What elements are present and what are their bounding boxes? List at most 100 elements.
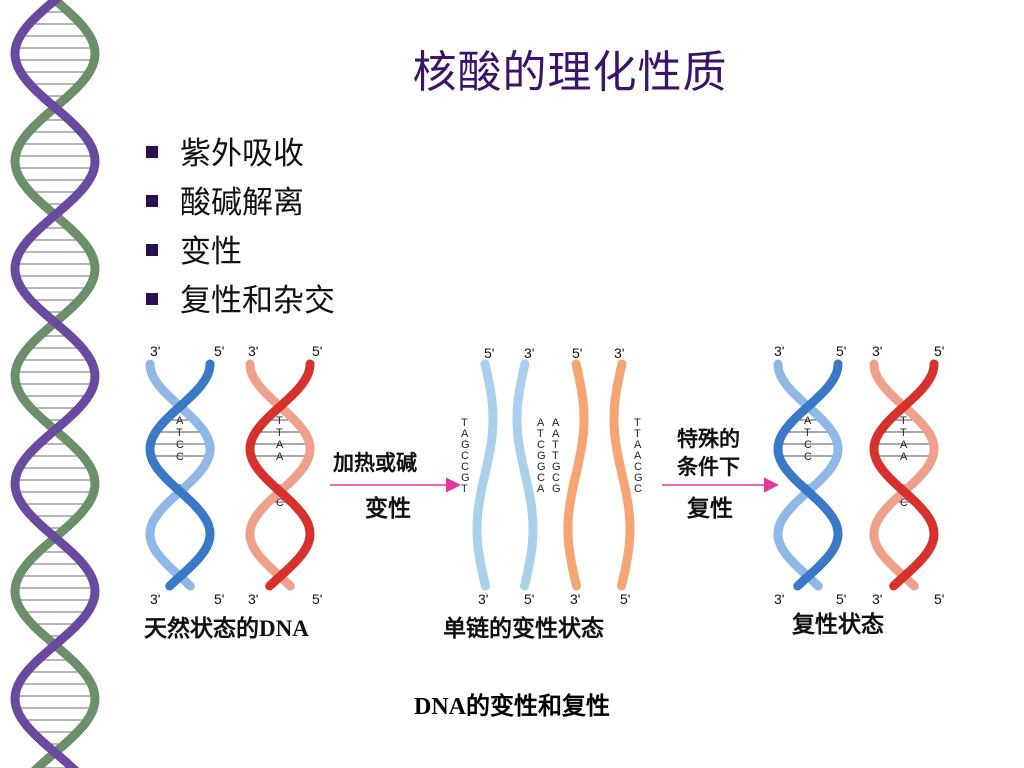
- single-strands: TAGCCGTATCGGCAAATTGCGTTAACGC5'3'5'3'3'5'…: [461, 345, 643, 607]
- base-letter: C: [276, 497, 284, 509]
- base-letter: C: [900, 497, 908, 509]
- end-label: 5': [312, 591, 322, 607]
- base-letter: T: [900, 415, 907, 427]
- base-letter: T: [276, 415, 283, 427]
- end-label: 3': [774, 591, 784, 607]
- end-label: 3': [478, 591, 488, 607]
- base-letter: A: [552, 428, 560, 440]
- end-label: 3': [774, 343, 784, 359]
- base-letter: T: [804, 427, 811, 439]
- helix-strand-front: [145, 359, 215, 591]
- helix-strand-front: [245, 359, 315, 591]
- bullet-item: 紫外吸收: [146, 126, 335, 175]
- end-label: 5': [214, 343, 224, 359]
- end-label: 5': [934, 343, 944, 359]
- end-label: 5': [484, 345, 494, 361]
- base-letter: T: [176, 427, 183, 439]
- base-letter: A: [537, 417, 545, 429]
- bullet-item: 变性: [146, 224, 335, 273]
- dna-helix-decoration: [10, 0, 100, 768]
- base-letter: T: [461, 483, 468, 495]
- base-letter: C: [176, 439, 184, 451]
- base-letter: C: [537, 439, 545, 451]
- base-letter: A: [276, 451, 284, 463]
- single-strand: [472, 359, 498, 591]
- square-bullet-icon: [146, 145, 158, 158]
- end-label: 5': [836, 343, 846, 359]
- single-strand: [512, 359, 538, 591]
- base-letter: C: [461, 450, 469, 462]
- end-label: 3': [614, 345, 624, 361]
- base-letter: G: [552, 483, 561, 495]
- renatured-caption: 复性状态: [791, 611, 884, 637]
- end-label: 3': [248, 343, 258, 359]
- base-letter: A: [276, 439, 284, 451]
- square-bullet-icon: [146, 292, 158, 305]
- helix-strand-back: [773, 359, 843, 591]
- base-letter: A: [461, 428, 469, 440]
- base-letter: C: [552, 472, 560, 484]
- denatured-caption: 单链的变性状态: [443, 615, 604, 641]
- end-label: 5': [572, 345, 582, 361]
- base-letter: T: [900, 427, 907, 439]
- base-letter: T: [552, 439, 559, 451]
- figure-caption: DNA的变性和复性: [414, 694, 610, 720]
- end-label: 3': [570, 591, 580, 607]
- arrow2-top-label-1: 特殊的: [677, 426, 740, 451]
- base-letter: T: [634, 428, 641, 440]
- base-letter: A: [634, 450, 642, 462]
- base-letter: A: [804, 415, 812, 427]
- end-label: 5': [524, 591, 534, 607]
- base-letter: A: [900, 451, 908, 463]
- helix-strand-back: [245, 359, 315, 591]
- base-letter: C: [461, 461, 469, 473]
- base-letter: T: [552, 450, 559, 462]
- helix-strand-back: [145, 359, 215, 591]
- square-bullet-icon: [146, 194, 158, 207]
- base-letter: G: [461, 472, 470, 484]
- base-letter: G: [634, 472, 643, 484]
- end-label: 3': [524, 345, 534, 361]
- base-letter: T: [634, 417, 641, 429]
- end-label: 5': [312, 343, 322, 359]
- square-bullet-icon: [146, 243, 158, 256]
- base-letter: T: [276, 427, 283, 439]
- end-label: 3': [248, 591, 258, 607]
- base-letter: G: [552, 461, 561, 473]
- bullet-list: 紫外吸收 酸碱解离 变性 复性和杂交: [146, 126, 335, 322]
- native-caption: 天然状态的DNA: [144, 615, 309, 641]
- base-letter: G: [537, 461, 546, 473]
- base-letter: C: [634, 461, 642, 473]
- base-letter: C: [804, 439, 812, 451]
- base-letter: G: [537, 450, 546, 462]
- base-letter: T: [537, 428, 544, 440]
- base-letter: G: [461, 439, 470, 451]
- base-letter: A: [634, 439, 642, 451]
- helix-strand-back: [869, 359, 939, 591]
- end-label: 3': [150, 591, 160, 607]
- single-strand: [609, 359, 635, 591]
- single-strand: [563, 359, 589, 591]
- end-label: 5': [620, 591, 630, 607]
- arrow1-bottom-label: 变性: [365, 495, 411, 522]
- bullet-item: 复性和杂交: [146, 273, 335, 322]
- base-letter: C: [537, 472, 545, 484]
- base-letter: T: [461, 417, 468, 429]
- base-letter: C: [804, 451, 812, 463]
- end-label: 5': [214, 591, 224, 607]
- arrow1-top-label: 加热或碱: [332, 450, 417, 475]
- page-title: 核酸的理化性质: [412, 47, 728, 98]
- base-letter: C: [634, 483, 642, 495]
- base-letter: A: [552, 417, 560, 429]
- end-label: 3': [872, 591, 882, 607]
- base-letter: C: [176, 451, 184, 463]
- end-label: 5': [836, 591, 846, 607]
- base-letter: A: [900, 439, 908, 451]
- arrow2-top-label-2: 条件下: [677, 454, 740, 479]
- helix-strand-front: [773, 359, 843, 591]
- end-label: 3': [150, 343, 160, 359]
